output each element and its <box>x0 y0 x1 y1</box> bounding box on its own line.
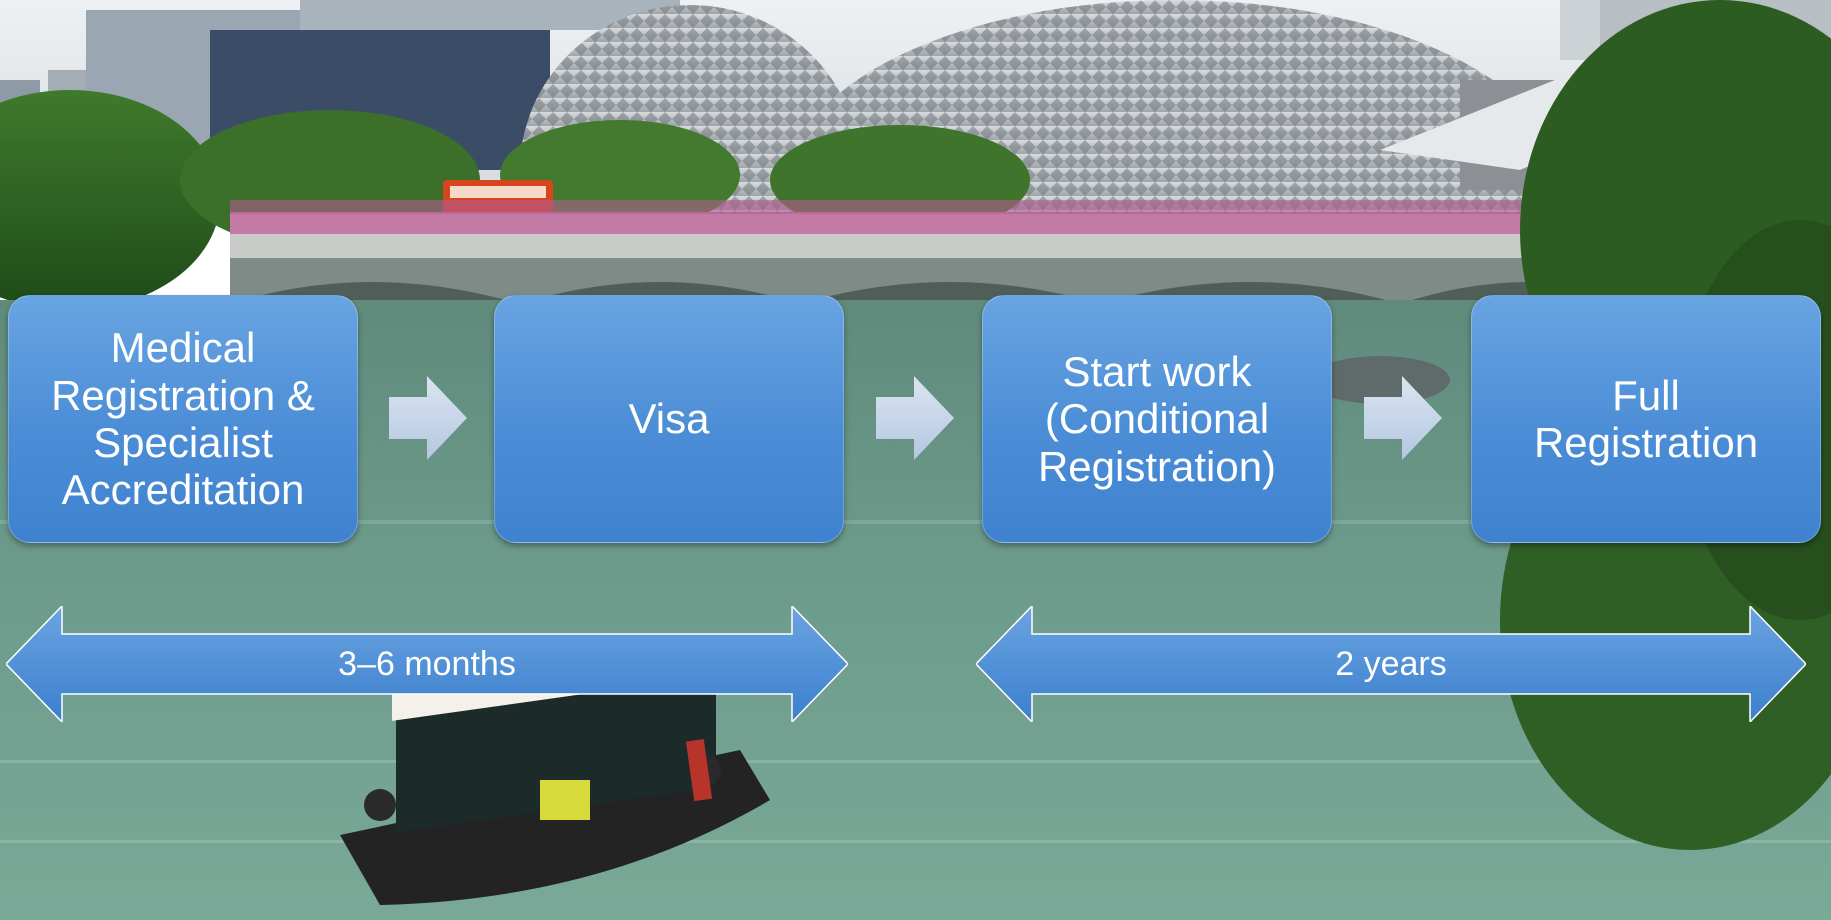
step-label-line: Accreditation <box>61 466 305 514</box>
step-label-line: Registration) <box>1037 442 1277 490</box>
step-label-line: Registration & <box>51 371 315 419</box>
duration-arrow-2-years: 2 years <box>976 606 1806 722</box>
connector-arrow-icon <box>1364 376 1442 460</box>
step-label-line: Medical <box>110 324 256 372</box>
duration-label: 2 years <box>1335 644 1447 683</box>
connector-arrow-icon <box>876 376 954 460</box>
step-label-line: Specialist <box>93 419 273 466</box>
step-label: Visa <box>629 395 710 442</box>
step-label: Full Registration <box>1534 372 1758 467</box>
duration-label: 3–6 months <box>338 644 516 683</box>
step-visa: Visa <box>494 295 844 543</box>
step-label: Medical Registration & Specialist Accred… <box>51 324 315 514</box>
step-label-line: Visa <box>628 395 710 443</box>
step-start-work: Start work (Conditional Registration) <box>982 295 1332 543</box>
step-label-line: (Conditional <box>1044 395 1270 443</box>
step-label-line: Full <box>1612 371 1680 419</box>
step-label-line: Registration <box>1533 419 1759 466</box>
double-arrow-icon <box>976 606 1806 722</box>
step-label: Start work (Conditional Registration) <box>1038 348 1276 490</box>
step-medical-registration: Medical Registration & Specialist Accred… <box>8 295 358 543</box>
step-label-line: Start work <box>1062 347 1252 395</box>
double-arrow-icon <box>6 606 848 722</box>
duration-arrow-3-6-months: 3–6 months <box>6 606 848 722</box>
connector-arrow-icon <box>389 376 467 460</box>
step-full-registration: Full Registration <box>1471 295 1821 543</box>
